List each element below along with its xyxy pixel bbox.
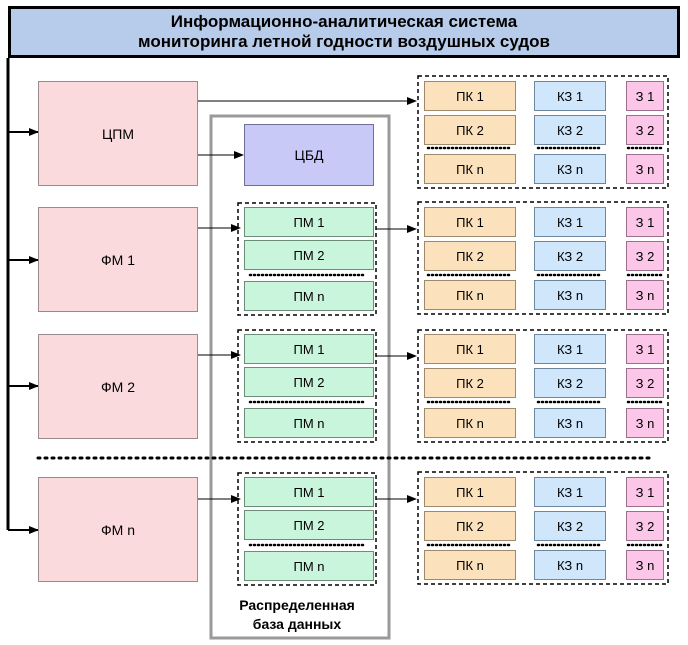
kz-n: КЗ n (534, 550, 606, 580)
right-group-fm2 (417, 329, 669, 443)
kz-n: КЗ n (534, 154, 606, 184)
z-1: З 1 (626, 334, 664, 364)
pk-n: ПК n (424, 280, 516, 310)
kz-2: КЗ 2 (534, 115, 606, 145)
kz-1: КЗ 1 (534, 477, 606, 507)
pm-group-2 (237, 329, 377, 443)
z-1: З 1 (626, 207, 664, 237)
pm-2: ПМ 2 (244, 240, 374, 270)
distributed-db-frame (209, 114, 391, 640)
pm-2: ПМ 2 (244, 367, 374, 397)
ellipsis-dots (248, 146, 664, 547)
kz-2: КЗ 2 (534, 511, 606, 541)
z-2: З 2 (626, 368, 664, 398)
z-1: З 1 (626, 477, 664, 507)
system-title-line1: Информационно-аналитическая система (170, 12, 518, 31)
pm-2: ПМ 2 (244, 510, 374, 540)
kz-2: КЗ 2 (534, 241, 606, 271)
pk-1: ПК 1 (424, 81, 516, 111)
distributed-db-caption-line1: Распределенная (239, 597, 355, 613)
pm-1: ПМ 1 (244, 207, 374, 237)
system-title: Информационно-аналитическая система мони… (8, 6, 680, 58)
pk-n: ПК n (424, 550, 516, 580)
pk-2: ПК 2 (424, 368, 516, 398)
pk-1: ПК 1 (424, 207, 516, 237)
pm-1: ПМ 1 (244, 477, 374, 507)
right-group-cpm (417, 75, 669, 189)
pk-1: ПК 1 (424, 477, 516, 507)
module-fmn: ФМ n (38, 477, 198, 582)
pk-1: ПК 1 (424, 334, 516, 364)
pm-1: ПМ 1 (244, 334, 374, 364)
central-db: ЦБД (244, 124, 374, 186)
module-fm2: ФМ 2 (38, 334, 198, 439)
distributed-db-caption: Распределенная база данных (214, 596, 380, 634)
pk-2: ПК 2 (424, 241, 516, 271)
right-group-fmn (417, 471, 669, 585)
kz-1: КЗ 1 (534, 207, 606, 237)
pm-group-1 (237, 202, 377, 316)
z-n: З n (626, 408, 664, 438)
distributed-db-caption-line2: база данных (252, 616, 342, 632)
kz-1: КЗ 1 (534, 334, 606, 364)
pm-n: ПМ n (244, 281, 374, 311)
z-n: З n (626, 550, 664, 580)
z-2: З 2 (626, 241, 664, 271)
kz-n: КЗ n (534, 408, 606, 438)
pk-n: ПК n (424, 154, 516, 184)
z-2: З 2 (626, 511, 664, 541)
pk-n: ПК n (424, 408, 516, 438)
z-2: З 2 (626, 115, 664, 145)
z-1: З 1 (626, 81, 664, 111)
pk-2: ПК 2 (424, 115, 516, 145)
pm-n: ПМ n (244, 551, 374, 581)
z-n: З n (626, 154, 664, 184)
z-n: З n (626, 280, 664, 310)
system-title-line2: мониторинга летной годности воздушных су… (138, 32, 550, 51)
kz-1: КЗ 1 (534, 81, 606, 111)
pk-2: ПК 2 (424, 511, 516, 541)
right-group-fm1 (417, 201, 669, 315)
pm-n: ПМ n (244, 408, 374, 438)
module-cpm: ЦПМ (38, 81, 198, 186)
pm-group-n (237, 472, 377, 586)
kz-n: КЗ n (534, 280, 606, 310)
kz-2: КЗ 2 (534, 368, 606, 398)
module-fm1: ФМ 1 (38, 207, 198, 312)
